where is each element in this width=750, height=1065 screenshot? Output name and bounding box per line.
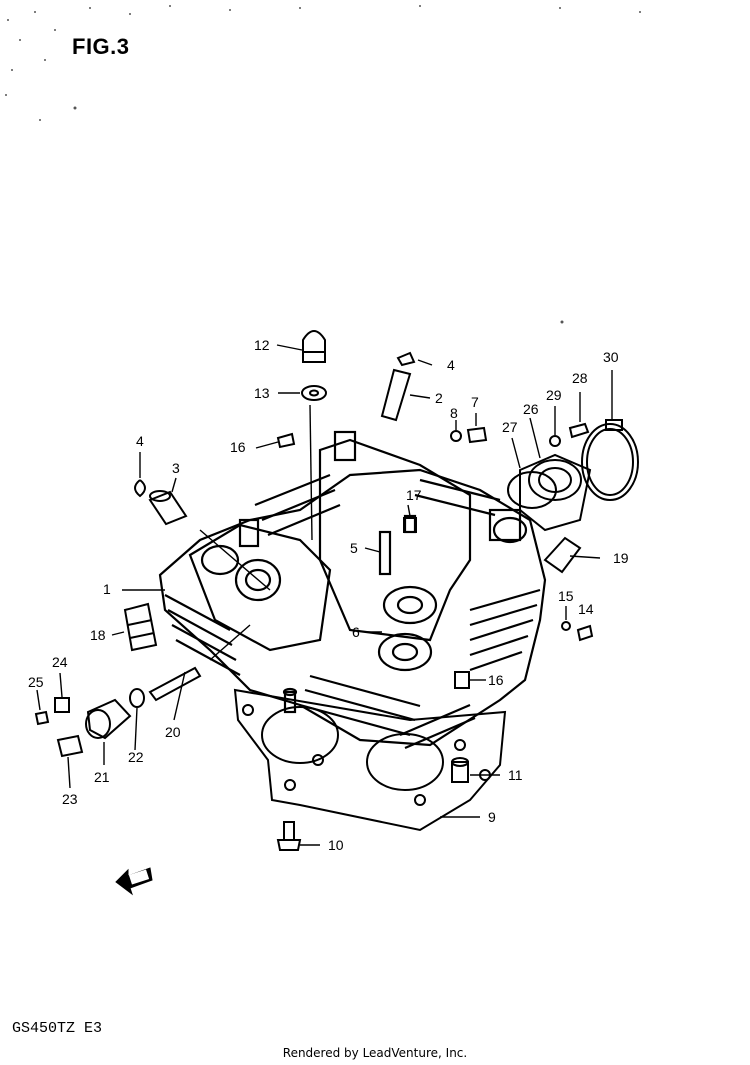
part-19-sensor xyxy=(543,536,582,574)
render-credit: Rendered by LeadVenture, Inc. xyxy=(282,1046,468,1060)
part-25-screw xyxy=(34,710,50,726)
part-8-washer xyxy=(450,430,462,442)
callout-9: 9 xyxy=(488,809,496,825)
callout-24: 24 xyxy=(52,654,68,670)
part-4-clip xyxy=(396,351,416,367)
callout-20: 20 xyxy=(165,724,181,740)
part-13-washer xyxy=(301,385,327,401)
part-30-clamp xyxy=(581,423,639,501)
part-18 xyxy=(123,602,158,652)
part-7-bolt xyxy=(466,426,488,444)
callout-3: 3 xyxy=(172,460,180,476)
callout-10: 10 xyxy=(328,837,344,853)
callout-6: 6 xyxy=(352,624,360,640)
cylinder-head-gasket xyxy=(233,688,507,832)
part-29-washer xyxy=(549,435,561,447)
callout-18: 18 xyxy=(90,627,106,643)
callout-14: 14 xyxy=(578,601,594,617)
callout-1: 1 xyxy=(103,581,111,597)
callout-28: 28 xyxy=(572,370,588,386)
part-2-guide xyxy=(380,368,412,422)
callout-21: 21 xyxy=(94,769,110,785)
part-3-pin xyxy=(148,490,188,526)
part-16-pin xyxy=(276,432,296,449)
callout-16: 16 xyxy=(488,672,504,688)
callout-22: 22 xyxy=(128,749,144,765)
callout-4: 4 xyxy=(136,433,144,449)
callout-4: 4 xyxy=(447,357,455,373)
leader-lines xyxy=(36,344,613,846)
part-26-intake-pipe xyxy=(519,453,592,532)
callout-29: 29 xyxy=(546,387,562,403)
part-16-right-pin xyxy=(454,671,470,689)
callout-5: 5 xyxy=(350,540,358,556)
part-12-cap-nut xyxy=(302,330,326,363)
callout-17: 17 xyxy=(406,487,422,503)
cylinder-head xyxy=(158,430,547,750)
callout-12: 12 xyxy=(254,337,270,353)
part-20-drive xyxy=(148,666,202,702)
small-parts xyxy=(34,330,639,851)
scan-speckle xyxy=(5,5,641,324)
part-28-screw xyxy=(568,422,590,439)
callout-27: 27 xyxy=(502,419,518,435)
part-14-bolt xyxy=(576,624,594,642)
part-10-bolt xyxy=(283,821,295,841)
callout-13: 13 xyxy=(254,385,270,401)
part-22-ring xyxy=(129,688,145,708)
callout-15: 15 xyxy=(558,588,574,604)
callout-16: 16 xyxy=(230,439,246,455)
callout-25: 25 xyxy=(28,674,44,690)
callout-11: 11 xyxy=(508,767,523,783)
callout-26: 26 xyxy=(523,401,539,417)
callout-labels: 12 13 4 2 7 8 16 4 3 17 5 6 1 18 27 26 2… xyxy=(28,337,629,853)
part-4-left-clip xyxy=(134,479,146,498)
callout-7: 7 xyxy=(471,394,479,410)
part-15-washer xyxy=(561,621,571,631)
callout-2: 2 xyxy=(435,390,443,406)
fwd-arrow-icon xyxy=(115,867,153,896)
part-17 xyxy=(403,517,417,533)
part-21-housing xyxy=(86,698,132,740)
callout-23: 23 xyxy=(62,791,78,807)
part-23-plug xyxy=(56,734,84,758)
callout-8: 8 xyxy=(450,405,458,421)
callout-19: 19 xyxy=(613,550,629,566)
model-code: GS450TZ E3 xyxy=(12,1020,103,1037)
callout-30: 30 xyxy=(603,349,619,365)
part-11-dowel xyxy=(451,761,469,783)
figure-title: FIG.3 xyxy=(72,34,130,59)
part-24 xyxy=(54,697,70,713)
